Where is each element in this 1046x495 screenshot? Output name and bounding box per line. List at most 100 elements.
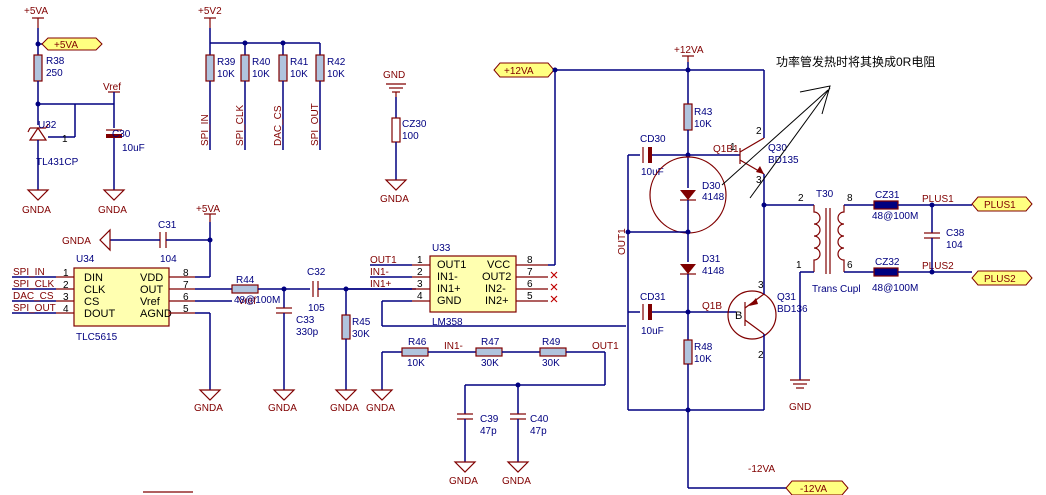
resistor-r46: R46 10K — [401, 337, 429, 369]
ground-gnd-out: GND — [789, 379, 811, 413]
ground-gnda-c30: GNDA — [98, 189, 127, 216]
svg-text:7: 7 — [527, 267, 533, 278]
inductor-cz31: CZ31 48@100M — [872, 190, 918, 222]
port-plus1[interactable]: PLUS1 — [971, 196, 1033, 212]
ground-gnda-left: GNDA — [62, 228, 111, 252]
svg-text:C31: C31 — [158, 220, 177, 231]
svg-text:6: 6 — [183, 292, 189, 303]
svg-text:10uF: 10uF — [641, 167, 664, 178]
svg-text:R48: R48 — [694, 342, 713, 353]
svg-text:TL431CP: TL431CP — [36, 157, 79, 168]
shunt-regulator-u32: U32 1 TL431CP — [27, 120, 79, 168]
svg-text:47p: 47p — [480, 426, 497, 437]
svg-text:1: 1 — [417, 255, 423, 266]
svg-text:10K: 10K — [290, 69, 308, 80]
net-spi-in-label: SPI_IN — [13, 267, 45, 278]
svg-text:R38: R38 — [46, 56, 65, 67]
power-12va-top: +12VA — [674, 45, 704, 62]
net-dac-cs: DAC_CS — [273, 105, 284, 146]
net-in1p-a: IN1+ — [370, 279, 392, 290]
svg-text:GNDA: GNDA — [502, 476, 531, 487]
net-dac-cs-label: DAC_CS — [13, 291, 54, 302]
svg-text:10K: 10K — [407, 358, 425, 369]
net-spi-clk: SPI_CLK — [235, 105, 246, 146]
svg-text:104: 104 — [160, 254, 177, 265]
port-5va[interactable]: +5VA — [41, 37, 103, 51]
inductor-cz30: CZ30 100 — [391, 117, 427, 143]
svg-text:+5VA: +5VA — [196, 204, 220, 215]
annotation-arrow — [721, 85, 831, 199]
label-minus-12va: -12VA — [748, 464, 775, 475]
svg-text:330p: 330p — [296, 327, 319, 338]
resistor-r40: R40 10K — [240, 54, 271, 82]
svg-text:+5VA: +5VA — [24, 6, 48, 17]
svg-text:C38: C38 — [946, 228, 965, 239]
svg-text:10K: 10K — [327, 69, 345, 80]
ground-gnda-u34: GNDA — [194, 389, 223, 414]
svg-text:10K: 10K — [694, 354, 712, 365]
ground-gnda-c33: GNDA — [268, 389, 297, 414]
svg-text:2: 2 — [417, 267, 423, 278]
annotation-note: 功率管发热时将其换成0R电阻 — [776, 54, 935, 69]
power-vref: Vref — [103, 82, 121, 93]
svg-text:GNDA: GNDA — [194, 403, 223, 414]
svg-text:GNDA: GNDA — [330, 403, 359, 414]
ground-gnda-c39: GNDA — [449, 461, 478, 487]
net-spi-in: SPI_IN — [200, 114, 211, 146]
net-spi-out: SPI_OUT — [310, 103, 321, 146]
resistor-r41: R41 10K — [278, 54, 309, 82]
svg-text:R40: R40 — [252, 57, 271, 68]
transistor-q31: B Q31 BD136 3 2 — [735, 280, 808, 361]
svg-text:4: 4 — [63, 304, 69, 315]
svg-text:PLUS2: PLUS2 — [984, 274, 1016, 285]
svg-text:+5V2: +5V2 — [198, 6, 222, 17]
svg-text:C40: C40 — [530, 414, 549, 425]
svg-text:OUT1: OUT1 — [437, 259, 466, 271]
svg-text:1: 1 — [62, 134, 68, 145]
ground-gnda-in1: GNDA — [366, 389, 395, 414]
svg-text:10uF: 10uF — [641, 326, 664, 337]
svg-text:8: 8 — [527, 255, 533, 266]
capacitor-c32: C32 105 — [307, 267, 326, 314]
net-spi-out-label: SPI_OUT — [13, 303, 56, 314]
capacitor-cd30: CD30 10uF — [640, 134, 666, 178]
resistor-r49: R49 30K — [539, 337, 567, 369]
svg-text:GNDA: GNDA — [98, 205, 127, 216]
svg-text:Q30: Q30 — [768, 143, 787, 154]
svg-text:CZ31: CZ31 — [875, 190, 900, 201]
svg-text:VCC: VCC — [487, 259, 510, 271]
svg-text:6: 6 — [527, 279, 533, 290]
svg-text:250: 250 — [46, 68, 63, 79]
power-5va-mid: +5VA — [196, 204, 220, 222]
svg-text:C39: C39 — [480, 414, 499, 425]
net-out1-a: OUT1 — [370, 255, 397, 266]
svg-text:1: 1 — [63, 268, 69, 279]
svg-text:Trans Cupl: Trans Cupl — [812, 284, 861, 295]
svg-text:+12VA: +12VA — [674, 45, 704, 56]
net-out1-c: OUT1 — [617, 228, 628, 255]
svg-text:GND: GND — [437, 295, 462, 307]
svg-text:4148: 4148 — [702, 266, 725, 277]
capacitor-c38: C38 104 — [924, 228, 965, 251]
svg-text:-12VA: -12VA — [800, 484, 827, 495]
svg-text:C33: C33 — [296, 315, 315, 326]
capacitor-c31: C31 104 — [158, 220, 177, 265]
port-plus2[interactable]: PLUS2 — [971, 270, 1033, 286]
net-out1-b: OUT1 — [592, 341, 619, 352]
svg-text:CZ30: CZ30 — [402, 119, 427, 130]
net-q1b1: Q1B1 — [713, 144, 739, 155]
svg-text:Vref: Vref — [103, 82, 121, 93]
svg-text:D30: D30 — [702, 181, 721, 192]
resistor-r45: R45 30K — [341, 314, 371, 340]
svg-text:3: 3 — [63, 292, 69, 303]
svg-text:CD31: CD31 — [640, 292, 666, 303]
port-12va[interactable]: +12VA — [493, 62, 555, 78]
svg-text:IN2+: IN2+ — [485, 295, 509, 307]
svg-text:48@100M: 48@100M — [872, 283, 918, 294]
svg-text:IN2-: IN2- — [485, 283, 506, 295]
port-minus-12va[interactable]: -12VA — [785, 480, 849, 495]
svg-text:U33: U33 — [432, 243, 451, 254]
svg-text:R39: R39 — [217, 57, 236, 68]
